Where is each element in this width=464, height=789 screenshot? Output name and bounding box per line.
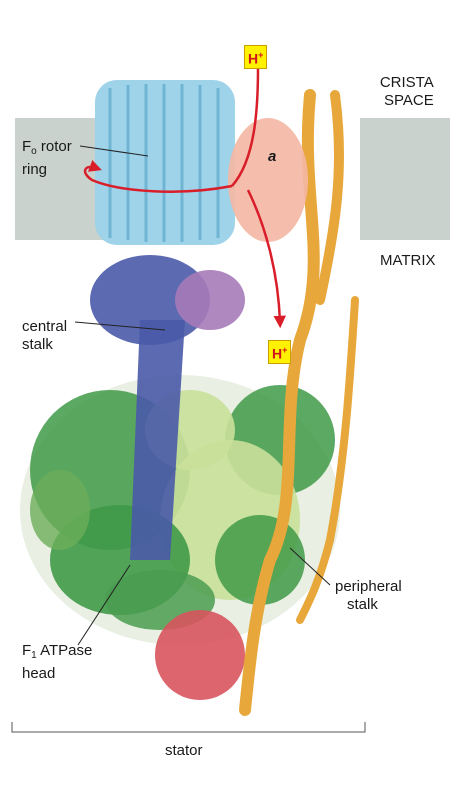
matrix-label: MATRIX xyxy=(380,252,436,269)
peripheral-stalk xyxy=(239,89,359,716)
f1-line1: F1 ATPase xyxy=(22,642,92,665)
fo-rotor-ring-label: Fo rotor ring xyxy=(22,138,72,179)
f1-suffix: ATPase xyxy=(36,642,93,659)
central-stalk-line1: central xyxy=(22,318,68,335)
f1-sub: 1 xyxy=(31,650,37,661)
f1-line2: head xyxy=(22,665,56,682)
fo-rotor-line2: ring xyxy=(22,161,48,178)
leader-lines xyxy=(74,145,331,646)
central-stalk xyxy=(90,255,245,560)
central-stalk-line2: stalk xyxy=(22,336,53,353)
fo-rotor-prefix: F xyxy=(22,138,32,155)
fo-rotor-suffix: rotor xyxy=(36,138,72,155)
stator-bracket xyxy=(11,722,366,733)
proton-bottom-label: H xyxy=(272,345,283,362)
red-domain xyxy=(155,610,245,700)
proton-top-box: H+ xyxy=(244,45,268,69)
stator-label: stator xyxy=(165,742,203,759)
subunit-a-label: a xyxy=(268,148,277,165)
crista-space-label: CRISTA SPACE xyxy=(378,74,434,110)
f1-prefix: F xyxy=(22,642,32,659)
peripheral-stalk-line1: peripheral xyxy=(335,578,402,595)
membrane-right xyxy=(360,118,450,240)
subunit-a xyxy=(228,118,308,242)
proton-top-charge: + xyxy=(258,50,264,60)
fo-rotor-ring xyxy=(95,80,235,245)
proton-path xyxy=(83,67,287,329)
proton-bottom-charge: + xyxy=(282,345,288,355)
fo-rotor-line1: Fo rotor xyxy=(22,138,72,161)
proton-top-label: H xyxy=(248,50,259,67)
peripheral-stalk-line2: stalk xyxy=(347,596,378,613)
fo-rotor-sub: o xyxy=(31,146,37,157)
f1-atpase-head-label: F1 ATPase head xyxy=(22,642,92,683)
peripheral-stalk-label: peripheral stalk xyxy=(335,578,402,614)
crista-space-line1: CRISTA xyxy=(379,74,434,91)
central-stalk-label: central stalk xyxy=(22,318,67,354)
crista-space-line2: SPACE xyxy=(384,92,434,109)
proton-bottom-box: H+ xyxy=(268,340,292,364)
